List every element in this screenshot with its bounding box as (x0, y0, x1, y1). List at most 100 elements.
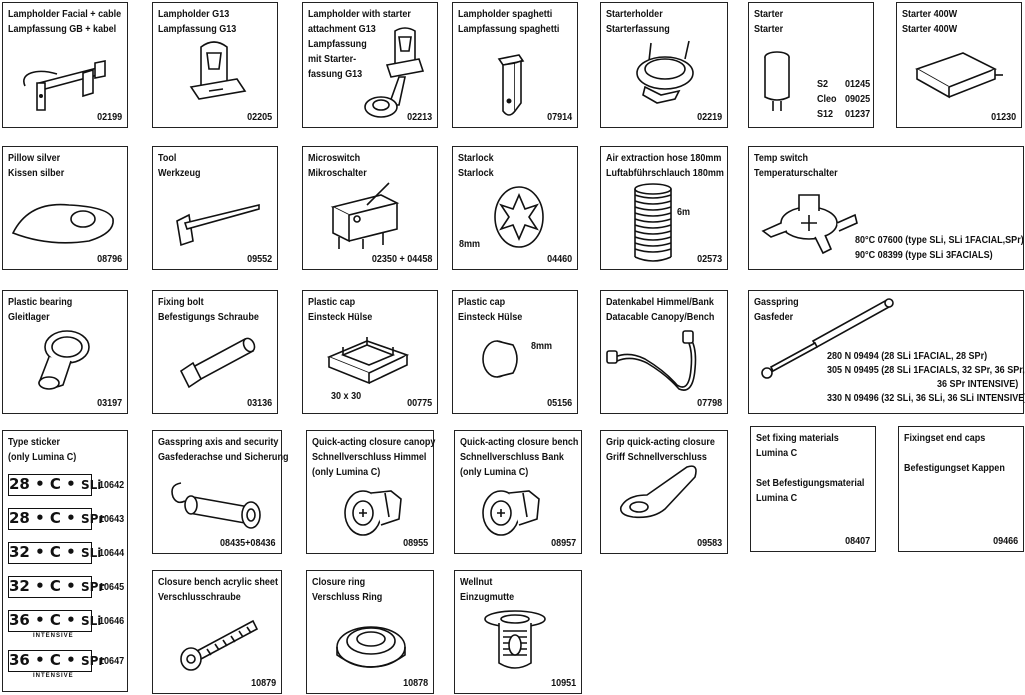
part-card-type-sticker: Type sticker(only Lumina C) 28 • C • SLi… (2, 430, 128, 692)
plastic-bearing-drawing (38, 330, 90, 390)
part-code: 03197 (96, 397, 122, 409)
lampholder-spaghetti-drawing (497, 54, 525, 116)
part-code: 09583 (696, 537, 722, 549)
part-code: 05156 (546, 397, 572, 409)
part-code: 08957 (550, 537, 576, 549)
sticker-badge: 36 • C • SPr (8, 650, 104, 672)
part-code: 10951 (550, 677, 576, 689)
part-code: 09466 (992, 535, 1018, 547)
air-hose-drawing (634, 183, 672, 262)
part-code: 08955 (402, 537, 428, 549)
size-note: 8mm (531, 340, 553, 352)
part-code: 08435+08436 (220, 537, 276, 549)
part-code: 02213 (406, 111, 432, 123)
gasspring-variant-line: 305 N 09495 (28 SLi 1FACIALS, 32 SPr, 36… (827, 364, 1025, 376)
gasspring-drawing (761, 298, 894, 379)
part-code: 10879 (250, 677, 276, 689)
size-note: 8mm (459, 238, 481, 250)
variant-code: 09025 (845, 93, 871, 105)
variant-code: 01237 (845, 108, 871, 120)
variant-label: S12 (817, 108, 834, 120)
part-code: 02199 (96, 111, 122, 123)
size-note: 30 x 30 (331, 390, 362, 402)
lampholder-facial-drawing (23, 60, 106, 111)
part-code: 08407 (844, 535, 870, 547)
variant-code: 01245 (845, 78, 871, 90)
part-code: 02205 (246, 111, 272, 123)
sticker-badge: 28 • C • SLi (8, 474, 101, 496)
part-code: 07798 (696, 397, 722, 409)
lampholder-starter-drawing (364, 27, 425, 118)
part-title: Type sticker(only Lumina C) (8, 436, 77, 463)
sticker-code: 10644 (99, 547, 125, 559)
starter-drawing (764, 51, 790, 111)
part-code: 00775 (406, 397, 432, 409)
temp-variant-line: 90°C 08399 (type SLi 3FACIALS) (855, 249, 993, 261)
starter-400w-drawing (915, 52, 1003, 99)
closure-ring-drawing (336, 626, 406, 668)
pillow-drawing (11, 203, 114, 244)
sticker-badge: 36 • C • SLi (8, 610, 101, 632)
closure-bench-drawing (482, 490, 540, 536)
sticker-badge: 32 • C • SPr (8, 576, 104, 598)
gasspring-axis-drawing (171, 482, 261, 529)
plastic-cap-square-drawing (326, 337, 410, 385)
part-code: 10878 (402, 677, 428, 689)
sticker-badge: 28 • C • SPr (8, 508, 104, 530)
part-code: 04460 (546, 253, 572, 265)
part-code: 01230 (990, 111, 1016, 123)
datacable-drawing (606, 330, 697, 391)
variant-label: S2 (817, 78, 829, 90)
sticker-code: 10647 (99, 655, 125, 667)
part-code: 02219 (696, 111, 722, 123)
temp-switch-drawing (761, 194, 858, 255)
variant-label: Cleo (817, 93, 837, 105)
sticker-code: 10643 (99, 513, 125, 525)
gasspring-variant-line: 36 SPr INTENSIVE) (937, 378, 1019, 390)
sticker-subtitle: INTENSIVE (33, 673, 74, 679)
length-note: 6m (677, 206, 691, 218)
tool-drawing (176, 203, 260, 247)
part-code: 02573 (696, 253, 722, 265)
fixing-bolt-drawing (179, 337, 256, 389)
microswitch-drawing (330, 182, 400, 249)
